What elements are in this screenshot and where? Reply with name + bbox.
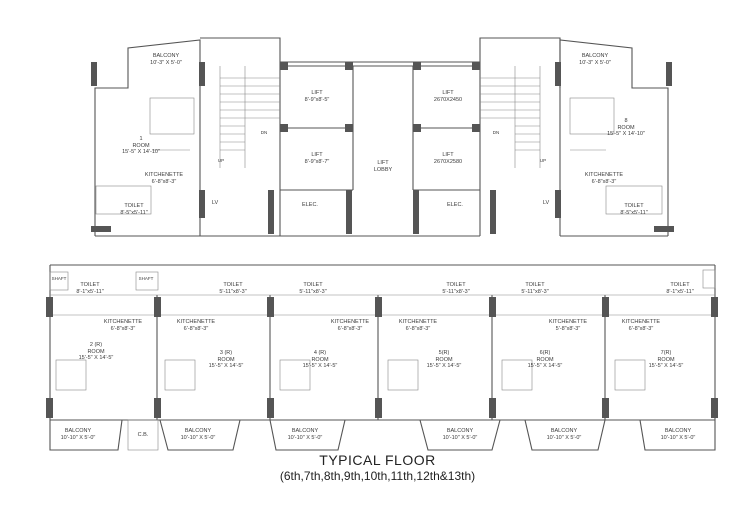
upper-wing-walls bbox=[91, 37, 674, 237]
stair-up-left-label: UP bbox=[217, 158, 225, 163]
lv-right-label: LV bbox=[542, 200, 550, 206]
plan-subtitle: (6th,7th,8th,9th,10th,11th,12th&13th) bbox=[279, 469, 476, 483]
plan-title: TYPICAL FLOOR bbox=[319, 452, 436, 468]
cb-label: C.B. bbox=[137, 432, 149, 438]
lower-wing-walls bbox=[46, 264, 718, 451]
shaft-left-label: SHAFT bbox=[51, 276, 67, 281]
elec-left-label: ELEC. bbox=[302, 202, 318, 208]
stair-up-right-label: UP bbox=[539, 158, 547, 163]
stair-dn-right-label: DN bbox=[492, 130, 500, 135]
stair-dn-left-label: DN bbox=[260, 130, 268, 135]
elec-right-label: ELEC. bbox=[447, 202, 463, 208]
lv-left-label: LV bbox=[211, 200, 219, 206]
shaft-mid-label: SHAFT bbox=[138, 276, 154, 281]
